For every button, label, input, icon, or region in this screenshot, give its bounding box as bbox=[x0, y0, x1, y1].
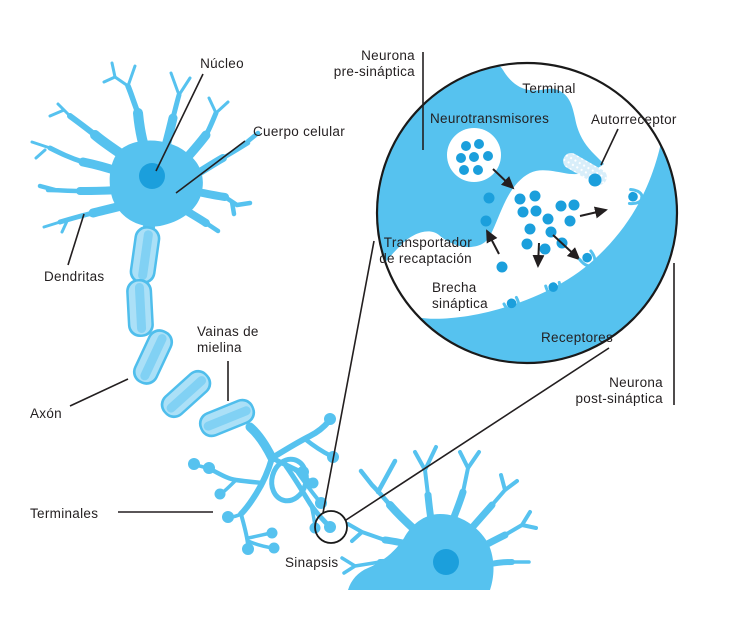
label-autorreceptor: Autorreceptor bbox=[591, 112, 677, 127]
label-terminal: Terminal bbox=[522, 81, 575, 96]
label-nucleo: Núcleo bbox=[200, 56, 244, 71]
label-neurona-post-2: post-sináptica bbox=[576, 391, 664, 406]
leader-autorreceptor bbox=[600, 128, 619, 166]
terminal-buttons bbox=[188, 413, 339, 555]
label-axon: Axón bbox=[30, 406, 62, 421]
leader-cuerpo-celular bbox=[175, 140, 246, 194]
inset-circle-outline bbox=[375, 61, 679, 365]
autoreceptor-dot bbox=[588, 173, 602, 187]
synapse-small-circle bbox=[314, 510, 348, 544]
label-vainas-2: mielina bbox=[197, 340, 242, 355]
label-cuerpo-celular: Cuerpo celular bbox=[253, 124, 345, 139]
postsynaptic-neuron bbox=[340, 445, 538, 590]
label-neurona-pre-1: Neurona bbox=[361, 48, 415, 63]
postsynaptic-membrane-crescent bbox=[402, 128, 677, 363]
axon-terminal-tree bbox=[188, 413, 339, 555]
leader-nucleo bbox=[155, 73, 204, 172]
label-brecha-2: sináptica bbox=[432, 296, 488, 311]
label-vainas-1: Vainas de bbox=[197, 324, 259, 339]
nucleus bbox=[139, 163, 165, 189]
leader-dendritas bbox=[67, 213, 85, 266]
leader-axon bbox=[69, 378, 129, 407]
postsynaptic-nucleus bbox=[433, 549, 459, 575]
vesicle-neurotransmitter-dots bbox=[456, 139, 493, 175]
synapse-inset: Terminal Neurotransmisores Autorreceptor… bbox=[375, 61, 679, 365]
label-brecha-1: Brecha bbox=[432, 280, 477, 295]
label-receptores: Receptores bbox=[541, 330, 613, 345]
gap-neurotransmitter-dots bbox=[480, 190, 580, 273]
label-transportador-2: de recaptación bbox=[379, 251, 472, 266]
presynaptic-neuron bbox=[30, 61, 261, 242]
release-and-binding-arrows bbox=[486, 168, 608, 268]
labels: Núcleo Cuerpo celular Dendritas Axón Vai… bbox=[30, 48, 675, 570]
magnifier-line-left bbox=[322, 240, 375, 514]
label-neurona-post-1: Neurona bbox=[609, 375, 663, 390]
label-transportador-1: Transportador bbox=[384, 235, 472, 250]
magnifier-line-right bbox=[345, 347, 610, 521]
label-dendritas: Dendritas bbox=[44, 269, 104, 284]
label-sinapsis: Sinapsis bbox=[285, 555, 338, 570]
label-terminales: Terminales bbox=[30, 506, 98, 521]
postsynaptic-cell-body bbox=[348, 514, 494, 590]
label-neurona-pre-2: pre-sináptica bbox=[334, 64, 415, 79]
label-neurotransmisores: Neurotransmisores bbox=[430, 111, 549, 126]
